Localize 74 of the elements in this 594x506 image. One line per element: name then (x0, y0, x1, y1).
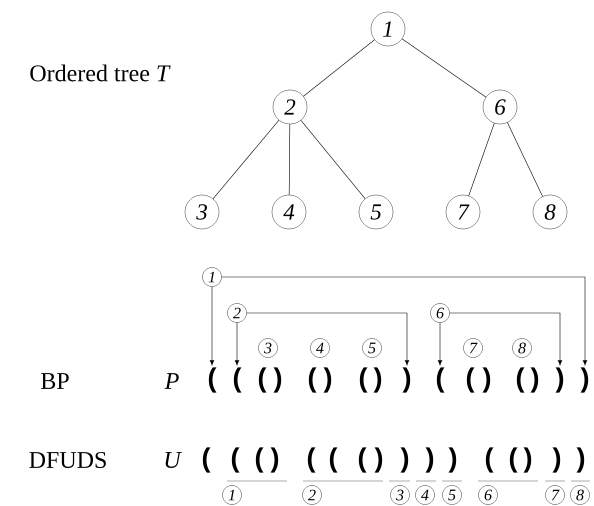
tree-edge (507, 122, 543, 197)
parenthesis: ( (258, 367, 266, 393)
parenthesis: ( (466, 367, 474, 393)
parenthesis: ) (556, 367, 564, 393)
parenthesis: ( (436, 367, 444, 393)
parenthesis: ) (400, 447, 408, 473)
circled-number: 2 (302, 485, 322, 505)
tree-node: 5 (358, 194, 394, 230)
parenthesis: ) (576, 447, 584, 473)
tree-edge (300, 120, 366, 199)
parenthesis: ( (330, 447, 338, 473)
tree-node: 2 (272, 90, 308, 124)
parenthesis: ) (552, 447, 560, 473)
tree-node: 3 (184, 194, 220, 230)
circled-number: 3 (258, 338, 278, 358)
tree-node: 4 (272, 194, 306, 230)
circled-number: 4 (310, 338, 330, 358)
parenthesis: ( (360, 367, 368, 393)
row-label: BP (41, 373, 69, 389)
circled-number: 5 (362, 338, 382, 358)
circled-number: 7 (545, 485, 565, 505)
arrow (210, 286, 214, 366)
sequence-symbol: U (166, 452, 182, 468)
parenthesis: ( (358, 447, 366, 473)
parenthesis: ) (426, 447, 434, 473)
circled-number: 7 (463, 338, 483, 358)
arrow (438, 322, 442, 366)
parenthesis: ) (524, 447, 532, 473)
parenthesis: ) (324, 367, 332, 393)
parenthesis: ) (448, 447, 456, 473)
tree-edge (468, 122, 495, 196)
tree-edge (212, 120, 280, 200)
circled-number: 1 (222, 485, 242, 505)
parenthesis: ) (270, 447, 278, 473)
sequence-symbol: P (164, 373, 179, 389)
tree-node: 6 (482, 90, 518, 124)
parenthesis: ) (274, 367, 282, 393)
parenthesis: ( (232, 447, 240, 473)
tree-caption: Ordered tree T (30, 64, 171, 82)
circled-number: 6 (478, 485, 498, 505)
tree-edge (303, 39, 375, 97)
arrow (221, 276, 588, 366)
parenthesis: ( (486, 447, 494, 473)
parenthesis: ) (580, 367, 588, 393)
tree-node: 1 (370, 12, 406, 46)
parenthesis: ) (402, 367, 410, 393)
tree-node: 8 (532, 194, 568, 230)
parenthesis: ( (234, 367, 242, 393)
tree-node: 7 (446, 194, 480, 230)
arrow (246, 312, 410, 366)
parenthesis: ) (374, 447, 382, 473)
circled-number: 6 (430, 303, 450, 323)
arrow (449, 312, 562, 366)
circled-number: 1 (202, 267, 222, 287)
circled-number: 8 (512, 338, 532, 358)
parenthesis: ( (202, 447, 210, 473)
circled-number: 5 (442, 485, 462, 505)
circled-number: 4 (415, 485, 435, 505)
row-label: DFUDS (29, 452, 106, 468)
circled-number: 8 (570, 485, 590, 505)
circled-number: 3 (390, 485, 410, 505)
parenthesis: ) (374, 367, 382, 393)
parenthesis: ) (482, 367, 490, 393)
arrow (234, 322, 240, 366)
parenthesis: ( (510, 447, 518, 473)
parenthesis: ( (208, 367, 216, 393)
circled-number: 2 (227, 303, 247, 323)
parenthesis: ( (256, 447, 264, 473)
parenthesis: ( (516, 367, 524, 393)
parenthesis: ( (308, 447, 316, 473)
tree-edge (402, 38, 486, 98)
parenthesis: ) (530, 367, 538, 393)
tree-edge (288, 124, 290, 196)
parenthesis: ( (308, 367, 316, 393)
